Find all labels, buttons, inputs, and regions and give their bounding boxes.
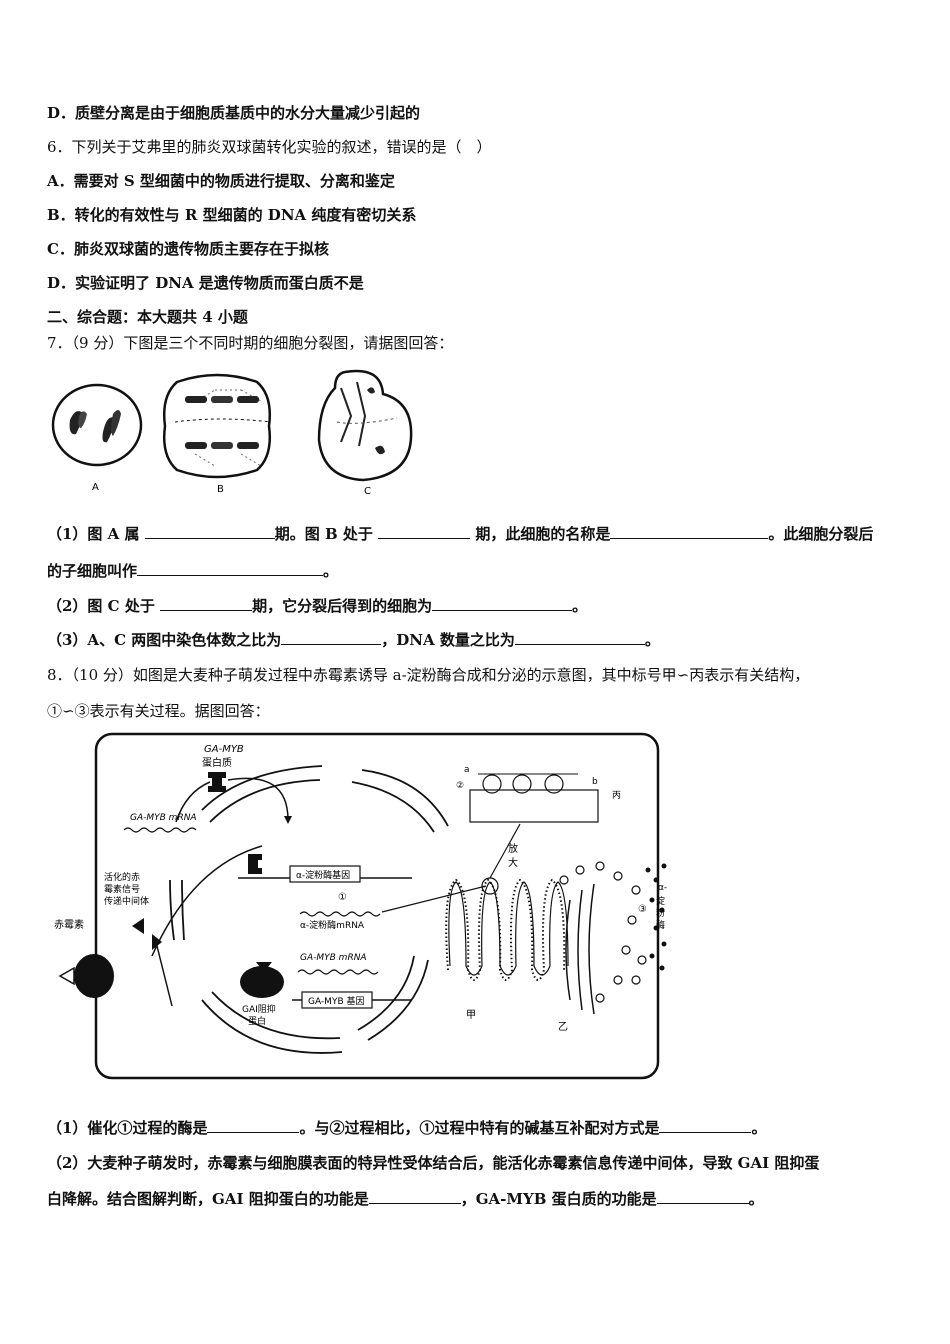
q6-option-b: B．转化的有效性与 R 型细菌的 DNA 纯度有密切关系: [47, 206, 417, 224]
cell-c: C: [317, 369, 413, 497]
q6-option-d: D．实验证明了 DNA 是遗传物质而蛋白质不是: [47, 274, 364, 292]
amylase-label-3: 酶: [656, 919, 665, 931]
answer-blank[interactable]: [514, 630, 645, 645]
q5-option-d: D．质壁分离是由于细胞质基质中的水分大量减少引起的: [47, 104, 421, 122]
ga-myb-gene-label: GA-MYB 基因: [308, 995, 364, 1007]
step1-label: ①: [338, 892, 347, 903]
cell-membrane: [94, 732, 660, 1080]
yi-label: 乙: [558, 1021, 568, 1033]
amylase-label-2: 粉: [656, 907, 665, 919]
answer-blank[interactable]: [432, 596, 573, 611]
cell-division-figure: A B C: [51, 369, 413, 497]
amylase-gene-box: [289, 865, 361, 883]
amylase-dots: [645, 863, 667, 971]
activated-label-2: 霉素信号: [104, 883, 140, 895]
gibberellin-triangle: [58, 966, 75, 986]
fig-label-c: C: [364, 486, 371, 497]
answer-blank[interactable]: [656, 1189, 749, 1204]
answer-blank[interactable]: [144, 524, 275, 539]
fig-label-b: B: [217, 484, 224, 495]
amylase-label-1: 淀: [656, 895, 665, 907]
q8-stem-line2: ①∽③表示有关过程。据图回答：: [47, 702, 270, 720]
golgi: [565, 883, 595, 1015]
gibberellin-amylase-diagram: GA-MYB 蛋白质 GA-MYB mRNA α-淀粉酶基因 ① α-淀粉酶mR…: [54, 732, 667, 1080]
enlarge-label-2: 大: [508, 856, 518, 869]
answer-blank[interactable]: [160, 596, 253, 611]
answer-blank[interactable]: [207, 1118, 300, 1133]
step2-label: ②: [456, 781, 464, 791]
intermediate-triangle: [132, 918, 144, 934]
ga-myb-mrna-mid-label: GA-MYB mRNA: [300, 953, 367, 963]
q8-stem-line1: 8．（10 分）如图是大麦种子萌发过程中赤霉素诱导 a-淀粉酶合成和分泌的示意图…: [47, 666, 810, 684]
answer-blank[interactable]: [659, 1118, 752, 1133]
q7-part1-cont: 的子细胞叫作。: [47, 561, 339, 580]
cell-b: B: [163, 373, 272, 495]
q7-part1: （1）图 A 属 期。图 B 处于 期，此细胞的名称是。此细胞分裂后: [47, 524, 874, 543]
ga-myb-protein-icon: [208, 772, 226, 792]
alpha-label: α-: [658, 883, 667, 893]
amylase-mrna-label: α-淀粉酶mRNA: [300, 919, 365, 931]
bing-label: 丙: [612, 790, 621, 801]
vesicles: [559, 861, 647, 1003]
ga-myb-label: GA-MYB: [204, 744, 244, 755]
ga-myb-gene-box: [301, 991, 373, 1009]
gibberellin-label: 赤霉素: [54, 918, 84, 931]
q6-option-c: C．肺炎双球菌的遗传物质主要存在于拟核: [47, 240, 329, 258]
answer-blank[interactable]: [368, 1189, 461, 1204]
gai-protein-icon: [240, 966, 284, 998]
cell-a: A: [51, 383, 143, 493]
jia-label: 甲: [466, 1010, 476, 1021]
answer-blank[interactable]: [137, 561, 324, 576]
answer-blank[interactable]: [610, 524, 769, 539]
gai-label-1: GAI阻抑: [242, 1003, 276, 1015]
enlarge-label-1: 放: [508, 842, 518, 855]
q8-part1: （1）催化①过程的酶是。与②过程相比，①过程中特有的碱基互补配对方式是。: [47, 1118, 767, 1137]
rough-er: [445, 878, 566, 981]
activated-label-1: 活化的赤: [104, 871, 140, 883]
q8-part2: （2）大麦种子萌发时，赤霉素与细胞膜表面的特异性受体结合后，能活化赤霉素信息传递…: [47, 1154, 820, 1172]
answer-blank[interactable]: [378, 524, 471, 539]
amylase-gene-label: α-淀粉酶基因: [296, 869, 350, 881]
receptor-blob: [74, 954, 114, 998]
label-b: b: [592, 777, 598, 787]
fig-label-a: A: [92, 482, 99, 493]
activated-label-3: 传递中间体: [104, 895, 149, 907]
gai-label-2: 蛋白: [248, 1015, 266, 1027]
step3-label: ③: [638, 904, 647, 915]
q6-option-a: A．需要对 S 型细菌中的物质进行提取、分离和鉴定: [47, 172, 395, 190]
ribosome-inset: [469, 789, 599, 823]
protein-label: 蛋白质: [202, 756, 232, 769]
ga-myb-mrna-label: GA-MYB mRNA: [130, 813, 197, 823]
q7-part3: （3）A、C 两图中染色体数之比为，DNA 数量之比为。: [47, 630, 660, 649]
q8-part2-cont: 白降解。结合图解判断，GAI 阻抑蛋白的功能是，GA-MYB 蛋白质的功能是。: [47, 1189, 764, 1208]
q7-part2: （2）图 C 处于 期，它分裂后得到的细胞为。: [47, 596, 588, 615]
q6-stem: 6．下列关于艾弗里的肺炎双球菌转化实验的叙述，错误的是（ ）: [47, 138, 492, 156]
section-heading: 二、综合题：本大题共 4 小题: [47, 308, 248, 326]
answer-blank[interactable]: [281, 630, 382, 645]
label-a: a: [464, 765, 470, 775]
nucleus: [169, 765, 449, 1054]
q7-stem: 7．（9 分）下图是三个不同时期的细胞分裂图，请据图回答：: [47, 334, 454, 352]
